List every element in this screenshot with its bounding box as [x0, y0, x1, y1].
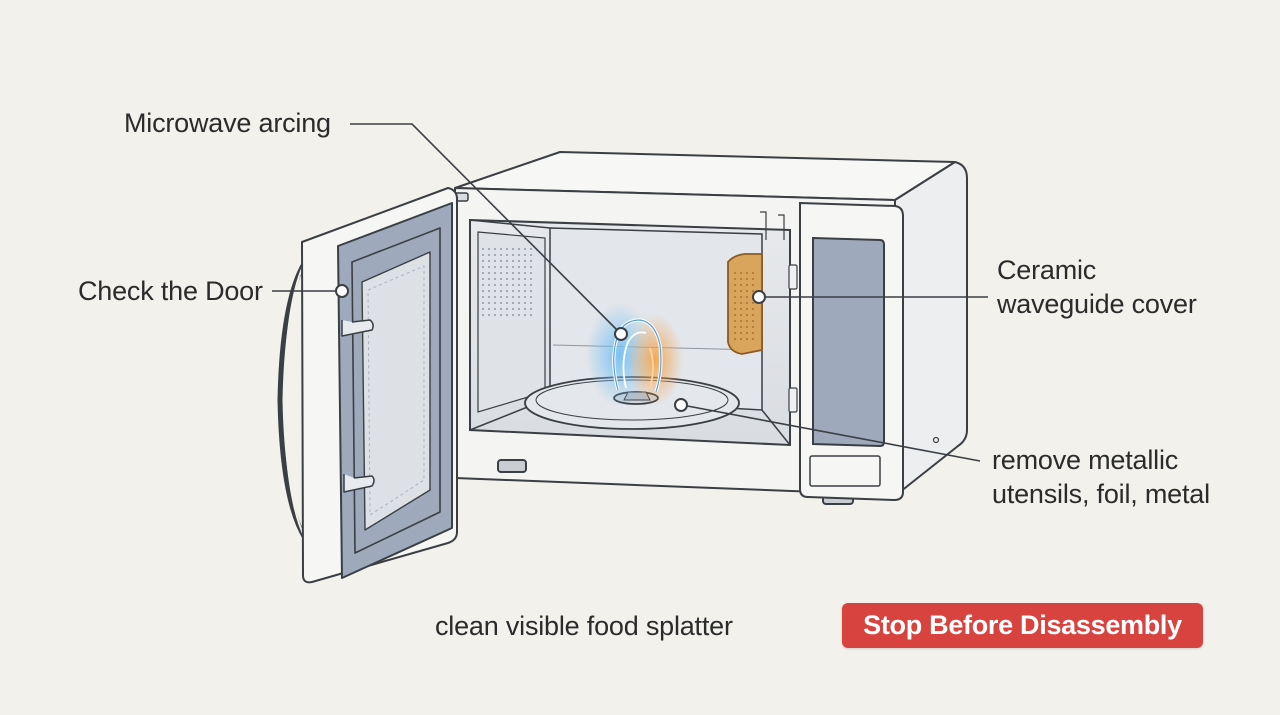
label-clean-food-splatter: clean visible food splatter — [435, 611, 733, 641]
label-waveguide-line-1: Ceramic — [997, 255, 1097, 285]
label-check-the-door: Check the Door — [78, 276, 263, 306]
label-ceramic-waveguide-cover: Ceramic waveguide cover — [997, 253, 1197, 321]
label-remove-metallic: remove metallic utensils, foil, metal — [992, 443, 1210, 511]
microwave-door — [277, 187, 469, 584]
leader-lines — [272, 123, 988, 462]
control-panel — [760, 201, 940, 502]
waveguide-cover — [727, 253, 763, 355]
label-metal-line-2: utensils, foil, metal — [992, 479, 1210, 509]
callout-markers — [335, 284, 766, 412]
warning-badge-stop-before-disassembly: Stop Before Disassembly — [842, 603, 1203, 648]
label-waveguide-line-2: waveguide cover — [997, 289, 1197, 319]
label-microwave-arcing: Microwave arcing — [124, 108, 331, 138]
arcing-spark — [586, 303, 683, 407]
label-metal-line-1: remove metallic — [992, 445, 1179, 475]
